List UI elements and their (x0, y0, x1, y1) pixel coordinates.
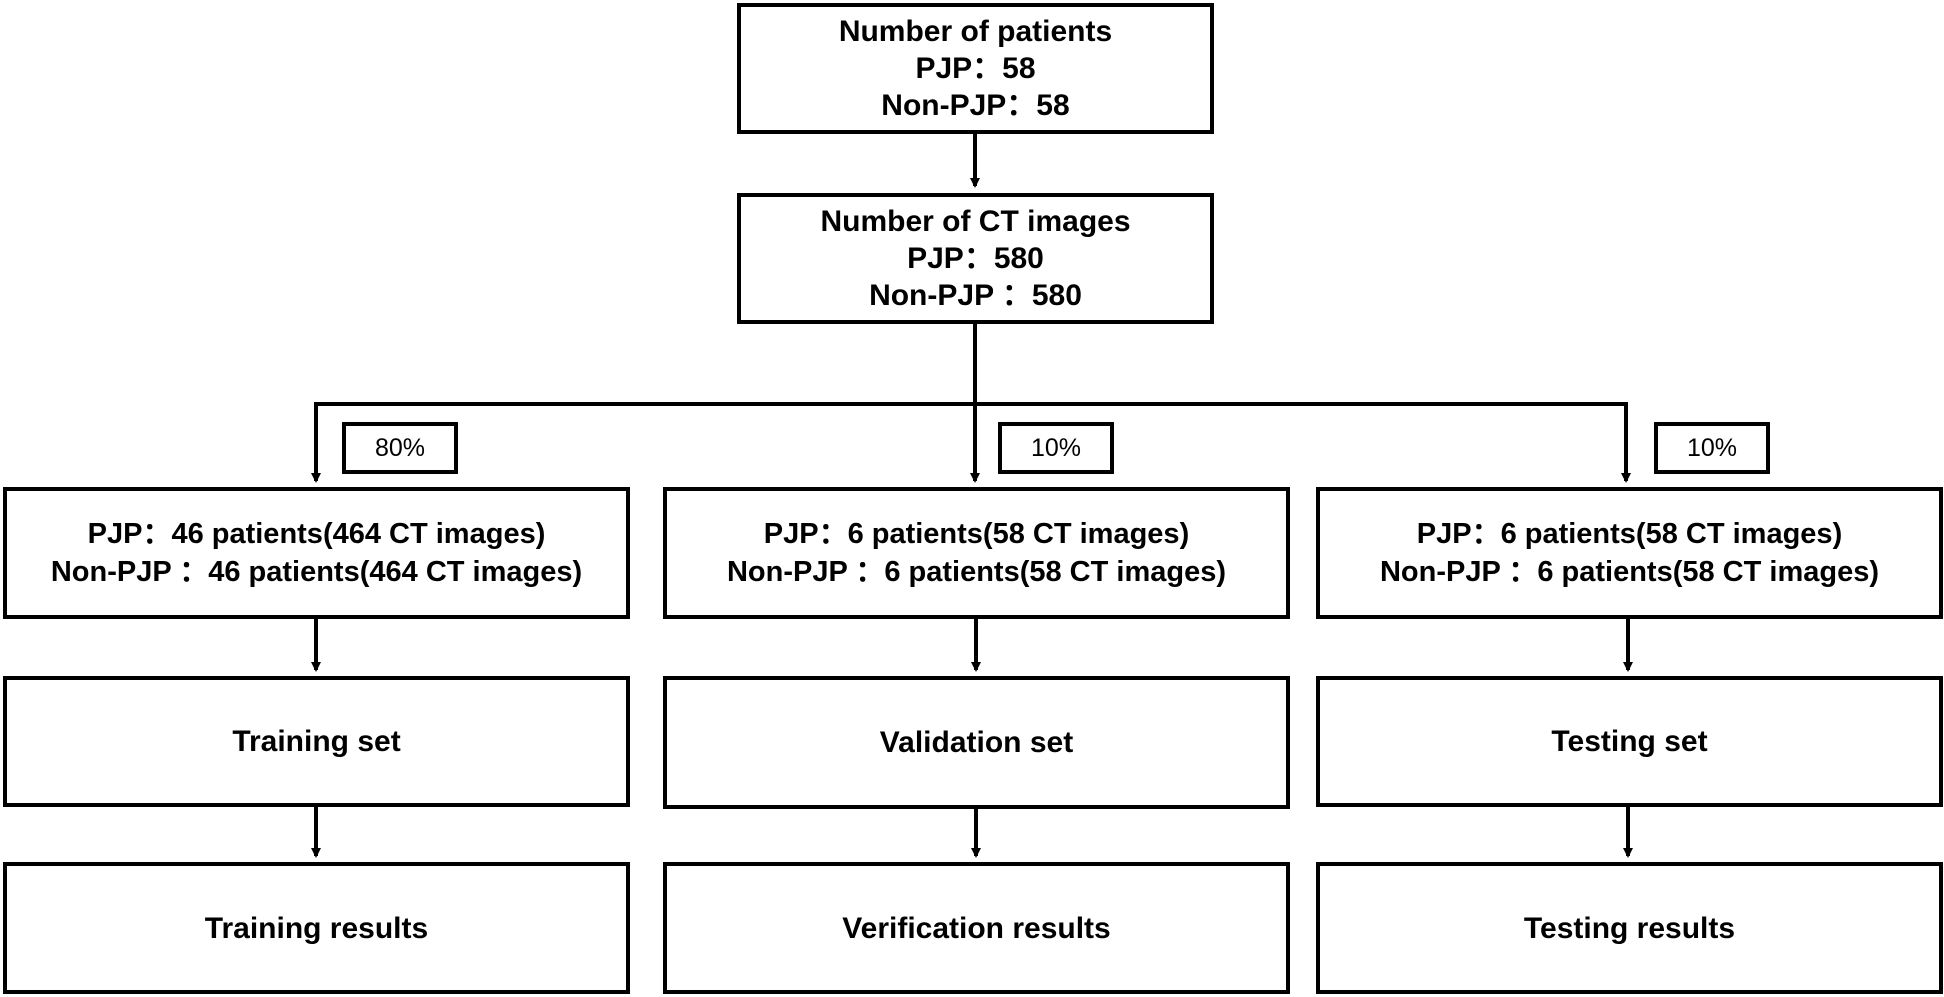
training-results-box: Training results (3, 862, 630, 994)
patients-box: Number of patients PJP：58 Non-PJP：58 (737, 3, 1214, 134)
testing-percent-box: 10% (1654, 422, 1770, 474)
testing-split-nonpjp: Non-PJP ：6 patients(58 CT images) (1379, 556, 1880, 588)
testing-percent: 10% (1686, 433, 1738, 462)
testing-set-box: Testing set (1316, 676, 1943, 807)
verification-results-label: Verification results (842, 911, 1111, 945)
ct-images-box: Number of CT images PJP：580 Non-PJP ：580 (737, 193, 1214, 324)
validation-set-label: Validation set (879, 726, 1074, 759)
validation-split-box: PJP：6 patients(58 CT images) Non-PJP ：6 … (663, 487, 1290, 619)
testing-results-box: Testing results (1316, 862, 1943, 994)
verification-results-box: Verification results (663, 862, 1290, 994)
ct-images-title: Number of CT images (820, 205, 1131, 238)
training-split-pjp: PJP：46 patients(464 CT images) (87, 518, 546, 550)
training-results-label: Training results (204, 911, 429, 945)
testing-split-pjp: PJP：6 patients(58 CT images) (1416, 518, 1843, 550)
validation-percent-box: 10% (998, 422, 1114, 474)
testing-split-box: PJP：6 patients(58 CT images) Non-PJP ：6 … (1316, 487, 1943, 619)
validation-percent: 10% (1030, 433, 1082, 462)
validation-split-nonpjp: Non-PJP ：6 patients(58 CT images) (726, 556, 1227, 588)
ct-images-pjp: PJP：580 (907, 242, 1044, 275)
training-set-box: Training set (3, 676, 630, 807)
testing-set-label: Testing set (1551, 725, 1708, 758)
patients-title: Number of patients (838, 15, 1113, 48)
validation-set-box: Validation set (663, 676, 1290, 809)
training-percent-box: 80% (342, 422, 458, 474)
training-split-box: PJP：46 patients(464 CT images) Non-PJP ：… (3, 487, 630, 619)
training-split-nonpjp: Non-PJP ：46 patients(464 CT images) (50, 556, 583, 588)
validation-split-pjp: PJP：6 patients(58 CT images) (763, 518, 1190, 550)
ct-images-nonpjp: Non-PJP ：580 (869, 279, 1082, 312)
training-set-label: Training set (232, 725, 401, 758)
patients-pjp: PJP：58 (915, 52, 1036, 85)
training-percent: 80% (374, 433, 426, 462)
testing-results-label: Testing results (1523, 911, 1736, 945)
patients-nonpjp: Non-PJP：58 (881, 89, 1070, 122)
